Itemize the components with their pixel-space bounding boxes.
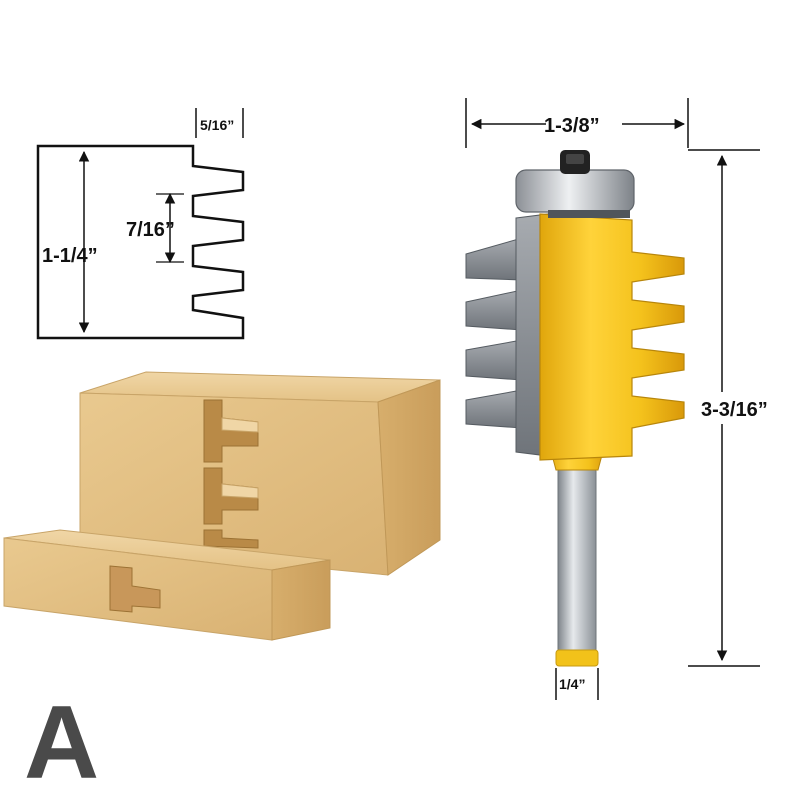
profile-outline bbox=[36, 144, 245, 340]
dim-cutting-diameter: 1-3/8” bbox=[544, 115, 600, 137]
dim-profile-depth: 5/16” bbox=[200, 117, 234, 133]
bit-shank bbox=[557, 467, 597, 665]
wood-board-end bbox=[271, 559, 331, 641]
board-tongue bbox=[109, 565, 161, 613]
dim-profile-height: 1-1/4” bbox=[42, 245, 98, 267]
dim-overall-length: 3-3/16” bbox=[701, 399, 768, 421]
bit-dimension-lines bbox=[465, 98, 760, 700]
wood-joint-illustration bbox=[3, 371, 441, 641]
profile-drawing bbox=[36, 108, 245, 340]
dim-shank-diameter: 1/4” bbox=[559, 676, 585, 692]
wood-block-side bbox=[377, 379, 441, 576]
bit-bearing bbox=[515, 169, 635, 213]
bit-body bbox=[539, 213, 685, 461]
router-bit bbox=[465, 150, 685, 667]
corner-letter: A bbox=[24, 685, 99, 800]
dim-finger-pitch: 7/16” bbox=[126, 219, 175, 241]
carbide-cutters bbox=[465, 213, 549, 457]
